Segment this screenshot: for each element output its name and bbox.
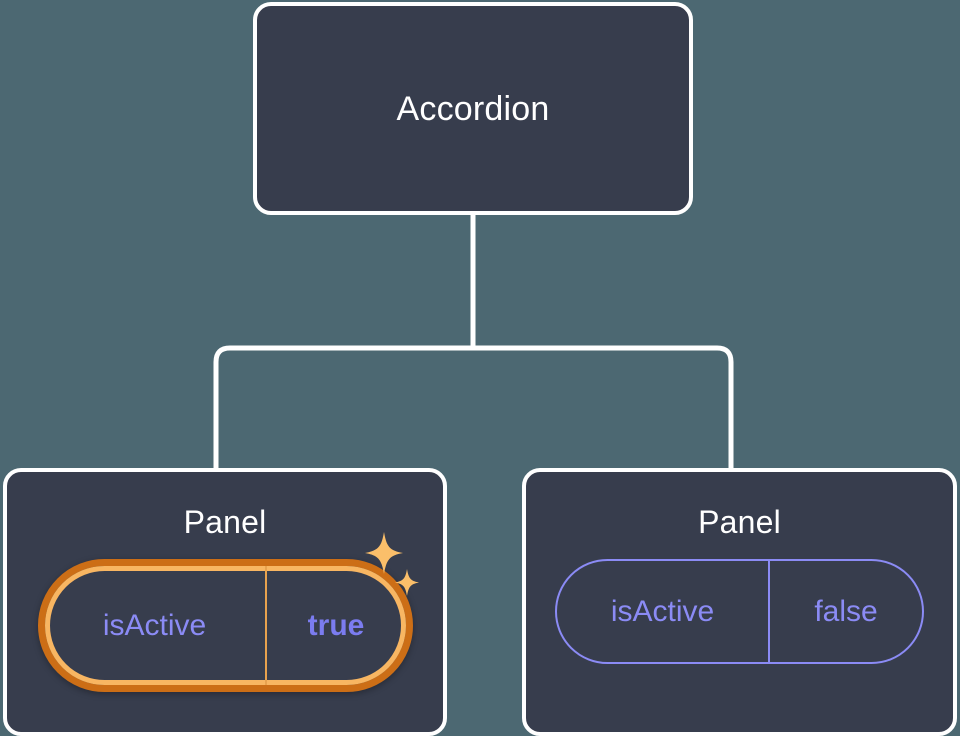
prop-pill-active-wrap: isActive true — [7, 532, 443, 692]
prop-key-label: isActive — [557, 561, 770, 662]
prop-pill-is-active-false[interactable]: isActive false — [555, 559, 924, 664]
prop-value-label: true — [307, 608, 365, 642]
prop-pill-is-active-true[interactable]: isActive true — [37, 559, 413, 692]
prop-pill-inactive-wrap: isActive false — [526, 559, 953, 664]
node-panel-inactive-label: Panel — [698, 504, 781, 540]
prop-key-label: isActive — [45, 566, 267, 685]
node-panel-active[interactable]: Panel isActive true — [3, 468, 447, 736]
node-panel-inactive[interactable]: Panel isActive false — [522, 468, 957, 736]
prop-value-label: false — [814, 594, 878, 628]
node-accordion[interactable]: Accordion — [253, 2, 693, 215]
connector-branch-bar — [213, 345, 734, 468]
node-panel-active-label: Panel — [183, 504, 267, 540]
node-accordion-label: Accordion — [396, 89, 550, 128]
